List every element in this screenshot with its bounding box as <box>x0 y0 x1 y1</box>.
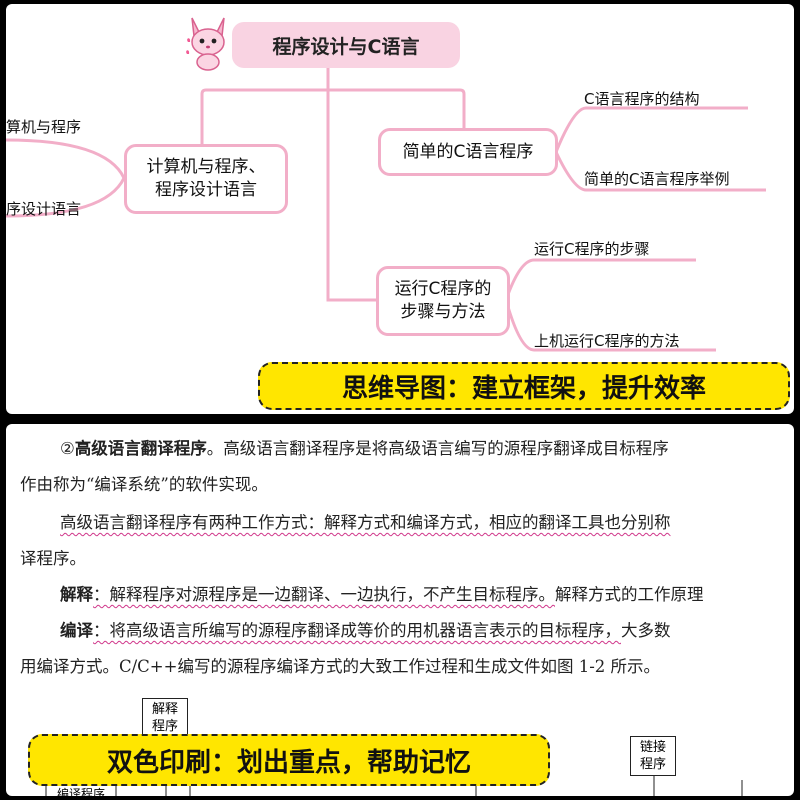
branch-label-line2: 步骤与方法 <box>400 302 486 322</box>
leaf-computer-and-programs: 算机与程序 <box>6 118 82 136</box>
branch-label-line2: 程序设计语言 <box>155 180 257 200</box>
connector-root-horizontal <box>200 88 466 152</box>
print-banner: 双色印刷：划出重点，帮助记忆 <box>28 734 550 786</box>
leaf-programming-languages: 序设计语言 <box>6 200 82 218</box>
term-translator: 高级语言翻译程序 <box>74 439 207 458</box>
mindmap-panel: 程序设计与C语言 计算机与程序、 程序设计语言 算机与程序 序设计语言 简单的C… <box>6 4 794 414</box>
highlighted-text: ：解释程序对源程序是一边翻译、一边执行，不产生目标程序。 <box>93 585 555 604</box>
connector-r1-upper <box>554 106 748 153</box>
connector-left-lower <box>6 177 126 218</box>
connector-r1-lower <box>554 151 766 192</box>
paragraph-1-line-1: ②高级语言翻译程序。高级语言翻译程序是将高级语言编写的源程序翻译成目标程序 <box>60 438 669 460</box>
branch-simple-c-program: 简单的C语言程序 <box>378 128 558 176</box>
term-compile: 编译 <box>60 621 93 640</box>
connector-root-to-run <box>326 68 376 302</box>
document-panel: ②高级语言翻译程序。高级语言翻译程序是将高级语言编写的源程序翻译成目标程序 作由… <box>6 424 794 796</box>
leaf-run-steps: 运行C程序的步骤 <box>534 240 650 258</box>
paragraph-4-rest: 大多数 <box>621 621 671 640</box>
list-marker: ② <box>60 439 75 458</box>
connector-left-upper <box>6 138 126 179</box>
paragraph-5: 用编译方式。C/C++编写的源程序编译方式的大致工作过程和生成文件如图 1-2 … <box>20 657 661 676</box>
diagram-box-linker: 链接 程序 <box>630 736 676 776</box>
diagram-box-compiler: 编译程序 <box>50 784 112 796</box>
mindmap-banner: 思维导图：建立框架，提升效率 <box>258 362 790 410</box>
diagram-box-interpreter: 解释 程序 <box>142 698 188 738</box>
leaf-machine-run-method: 上机运行C程序的方法 <box>534 332 680 350</box>
connector-r2-upper <box>504 258 696 301</box>
paragraph-2-line-2: 译程序。 <box>20 549 86 568</box>
branch-label-line1: 计算机与程序、 <box>146 157 266 177</box>
fox-mascot-icon <box>186 17 225 71</box>
leaf-c-program-examples: 简单的C语言程序举例 <box>584 170 730 188</box>
highlighted-text: 高级语言翻译程序有两种工作方式：解释方式和编译方式，相应的翻译工具也分别称 <box>60 513 671 532</box>
paragraph-3: 解释：解释程序对源程序是一边翻译、一边执行，不产生目标程序。解释方式的工作原理 <box>60 584 704 606</box>
paragraph-3-rest: 解释方式的工作原理 <box>555 585 704 604</box>
highlighted-text: ：将高级语言所编写的源程序翻译成等价的用机器语言表示的目标程序， <box>93 621 621 640</box>
branch-computer-programs: 计算机与程序、 程序设计语言 <box>124 144 288 214</box>
paragraph-4: 编译：将高级语言所编写的源程序翻译成等价的用机器语言表示的目标程序，大多数 <box>60 620 671 642</box>
branch-run-c-program: 运行C程序的 步骤与方法 <box>376 266 510 336</box>
paragraph-2-line-1: 高级语言翻译程序有两种工作方式：解释方式和编译方式，相应的翻译工具也分别称 <box>60 512 671 534</box>
mindmap-root: 程序设计与C语言 <box>232 22 460 68</box>
paragraph-1-line-2: 作由称为“编译系统”的软件实现。 <box>20 475 268 494</box>
branch-label-line1: 运行C程序的 <box>394 279 492 299</box>
term-interpret: 解释 <box>60 585 93 604</box>
leaf-c-program-structure: C语言程序的结构 <box>584 90 700 108</box>
paragraph-1-text: 。高级语言翻译程序是将高级语言编写的源程序翻译成目标程序 <box>206 439 669 458</box>
